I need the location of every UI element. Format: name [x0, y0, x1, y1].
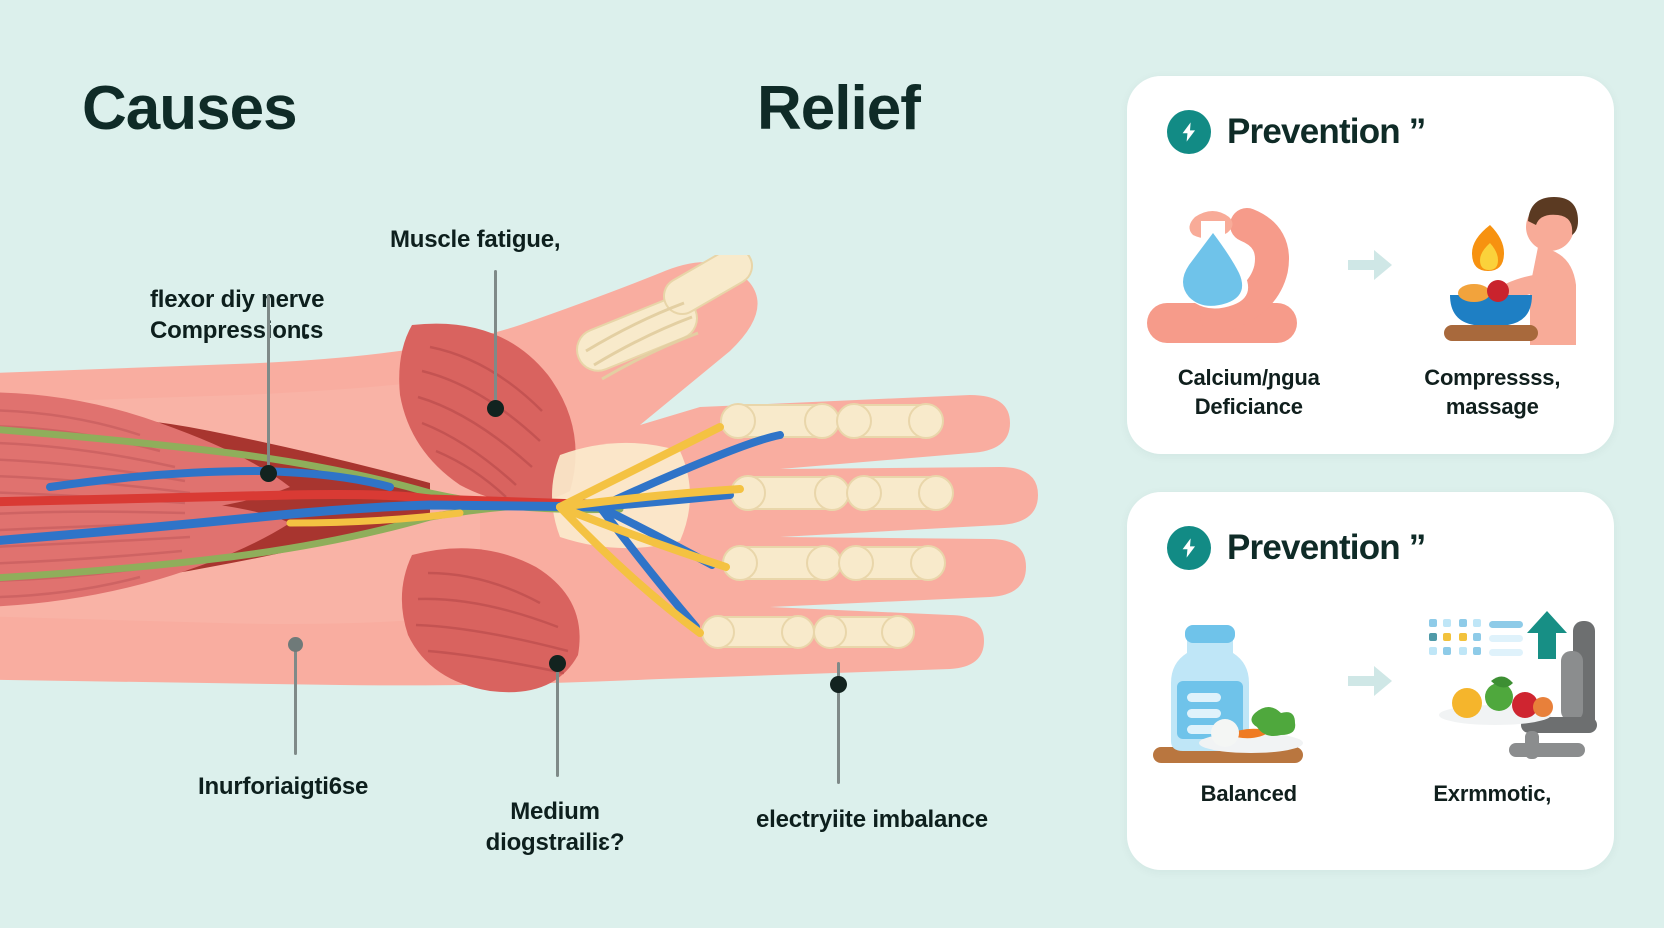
leader-dot-medium [549, 655, 566, 672]
callout-label-line2: diogstrailiɛ? [485, 828, 625, 856]
bolt-icon [1167, 526, 1211, 570]
leader-line-medium [556, 662, 559, 777]
caption-line1: Calcium/ɲgua [1177, 365, 1320, 390]
leader-line-inurforiaigtibse [294, 640, 297, 755]
card-header: Prevention ” [1167, 526, 1426, 570]
callout-flexor-nerve-compression: flexor diy nerve Compressionເs [150, 285, 324, 346]
leader-dot-muscle-fatigue [487, 400, 504, 417]
callout-label-line1: Inurforiaigti6se [198, 773, 369, 800]
callout-label-line1: Muscle fatigue, [390, 226, 561, 253]
caption-line2: Deficiance [1194, 393, 1303, 419]
caption-exrmmotic: Exrmmotic, [1397, 780, 1587, 809]
leader-dot-inurforiaigtibse [288, 637, 303, 652]
leader-dot-flexor-nerve [260, 465, 277, 482]
page-title-relief: Relief [757, 74, 921, 143]
card-figures [1127, 596, 1614, 766]
caption-compress-massage: Compressss, massage [1397, 364, 1587, 421]
callout-medium-diogstrailie: Medium diogstrailiɛ? [470, 797, 640, 858]
hydration-water-drop-icon [1139, 181, 1317, 349]
callout-label-line2: Compressionເs [150, 316, 324, 344]
hand-forearm-anatomy-illustration [0, 255, 1070, 735]
leader-line-muscle-fatigue [494, 270, 497, 410]
caption-line1: Exrmmotic, [1433, 781, 1552, 806]
bolt-icon [1167, 110, 1211, 154]
caption-line1: Compressss, [1424, 365, 1561, 390]
card-title: Prevention ” [1227, 528, 1426, 567]
arrow-right-icon [1340, 664, 1400, 698]
arrow-right-icon [1340, 248, 1400, 282]
caption-calcium-deficiency: Calcium/ɲgua Deficiance [1154, 364, 1344, 421]
callout-muscle-fatigue: Muscle fatigue, [390, 225, 561, 256]
callout-inurforiaigtibse: Inurforiaigti6se [198, 772, 368, 803]
prevention-card-1[interactable]: Prevention ” [1127, 76, 1614, 454]
ergonomic-chair-nutrition-icon [1424, 597, 1602, 765]
card-captions: Balanced Exrmmotic, [1127, 780, 1614, 809]
page-title-causes: Causes [82, 74, 298, 143]
callout-label-line1: flexor diy nerve [150, 286, 325, 313]
leader-line-electrolyte [837, 662, 840, 784]
card-header: Prevention ” [1167, 110, 1426, 154]
warm-compress-massage-icon [1424, 181, 1602, 349]
callout-electrolyte-imbalance: electryiite imbalance [756, 805, 988, 836]
callout-label-line1: electryiite imbalance [756, 806, 988, 833]
caption-line1: Balanced [1200, 781, 1297, 806]
leader-line-flexor-nerve [267, 295, 270, 475]
callout-label-line1: Medium [510, 798, 600, 825]
card-captions: Calcium/ɲgua Deficiance Compressss, mass… [1127, 364, 1614, 421]
card-title: Prevention ” [1227, 112, 1426, 151]
caption-balanced: Balanced [1154, 780, 1344, 809]
leader-dot-electrolyte [830, 676, 847, 693]
milk-bottle-vegetables-icon [1139, 597, 1317, 765]
caption-line2: massage [1445, 393, 1539, 419]
prevention-card-2[interactable]: Prevention ” [1127, 492, 1614, 870]
card-figures [1127, 180, 1614, 350]
